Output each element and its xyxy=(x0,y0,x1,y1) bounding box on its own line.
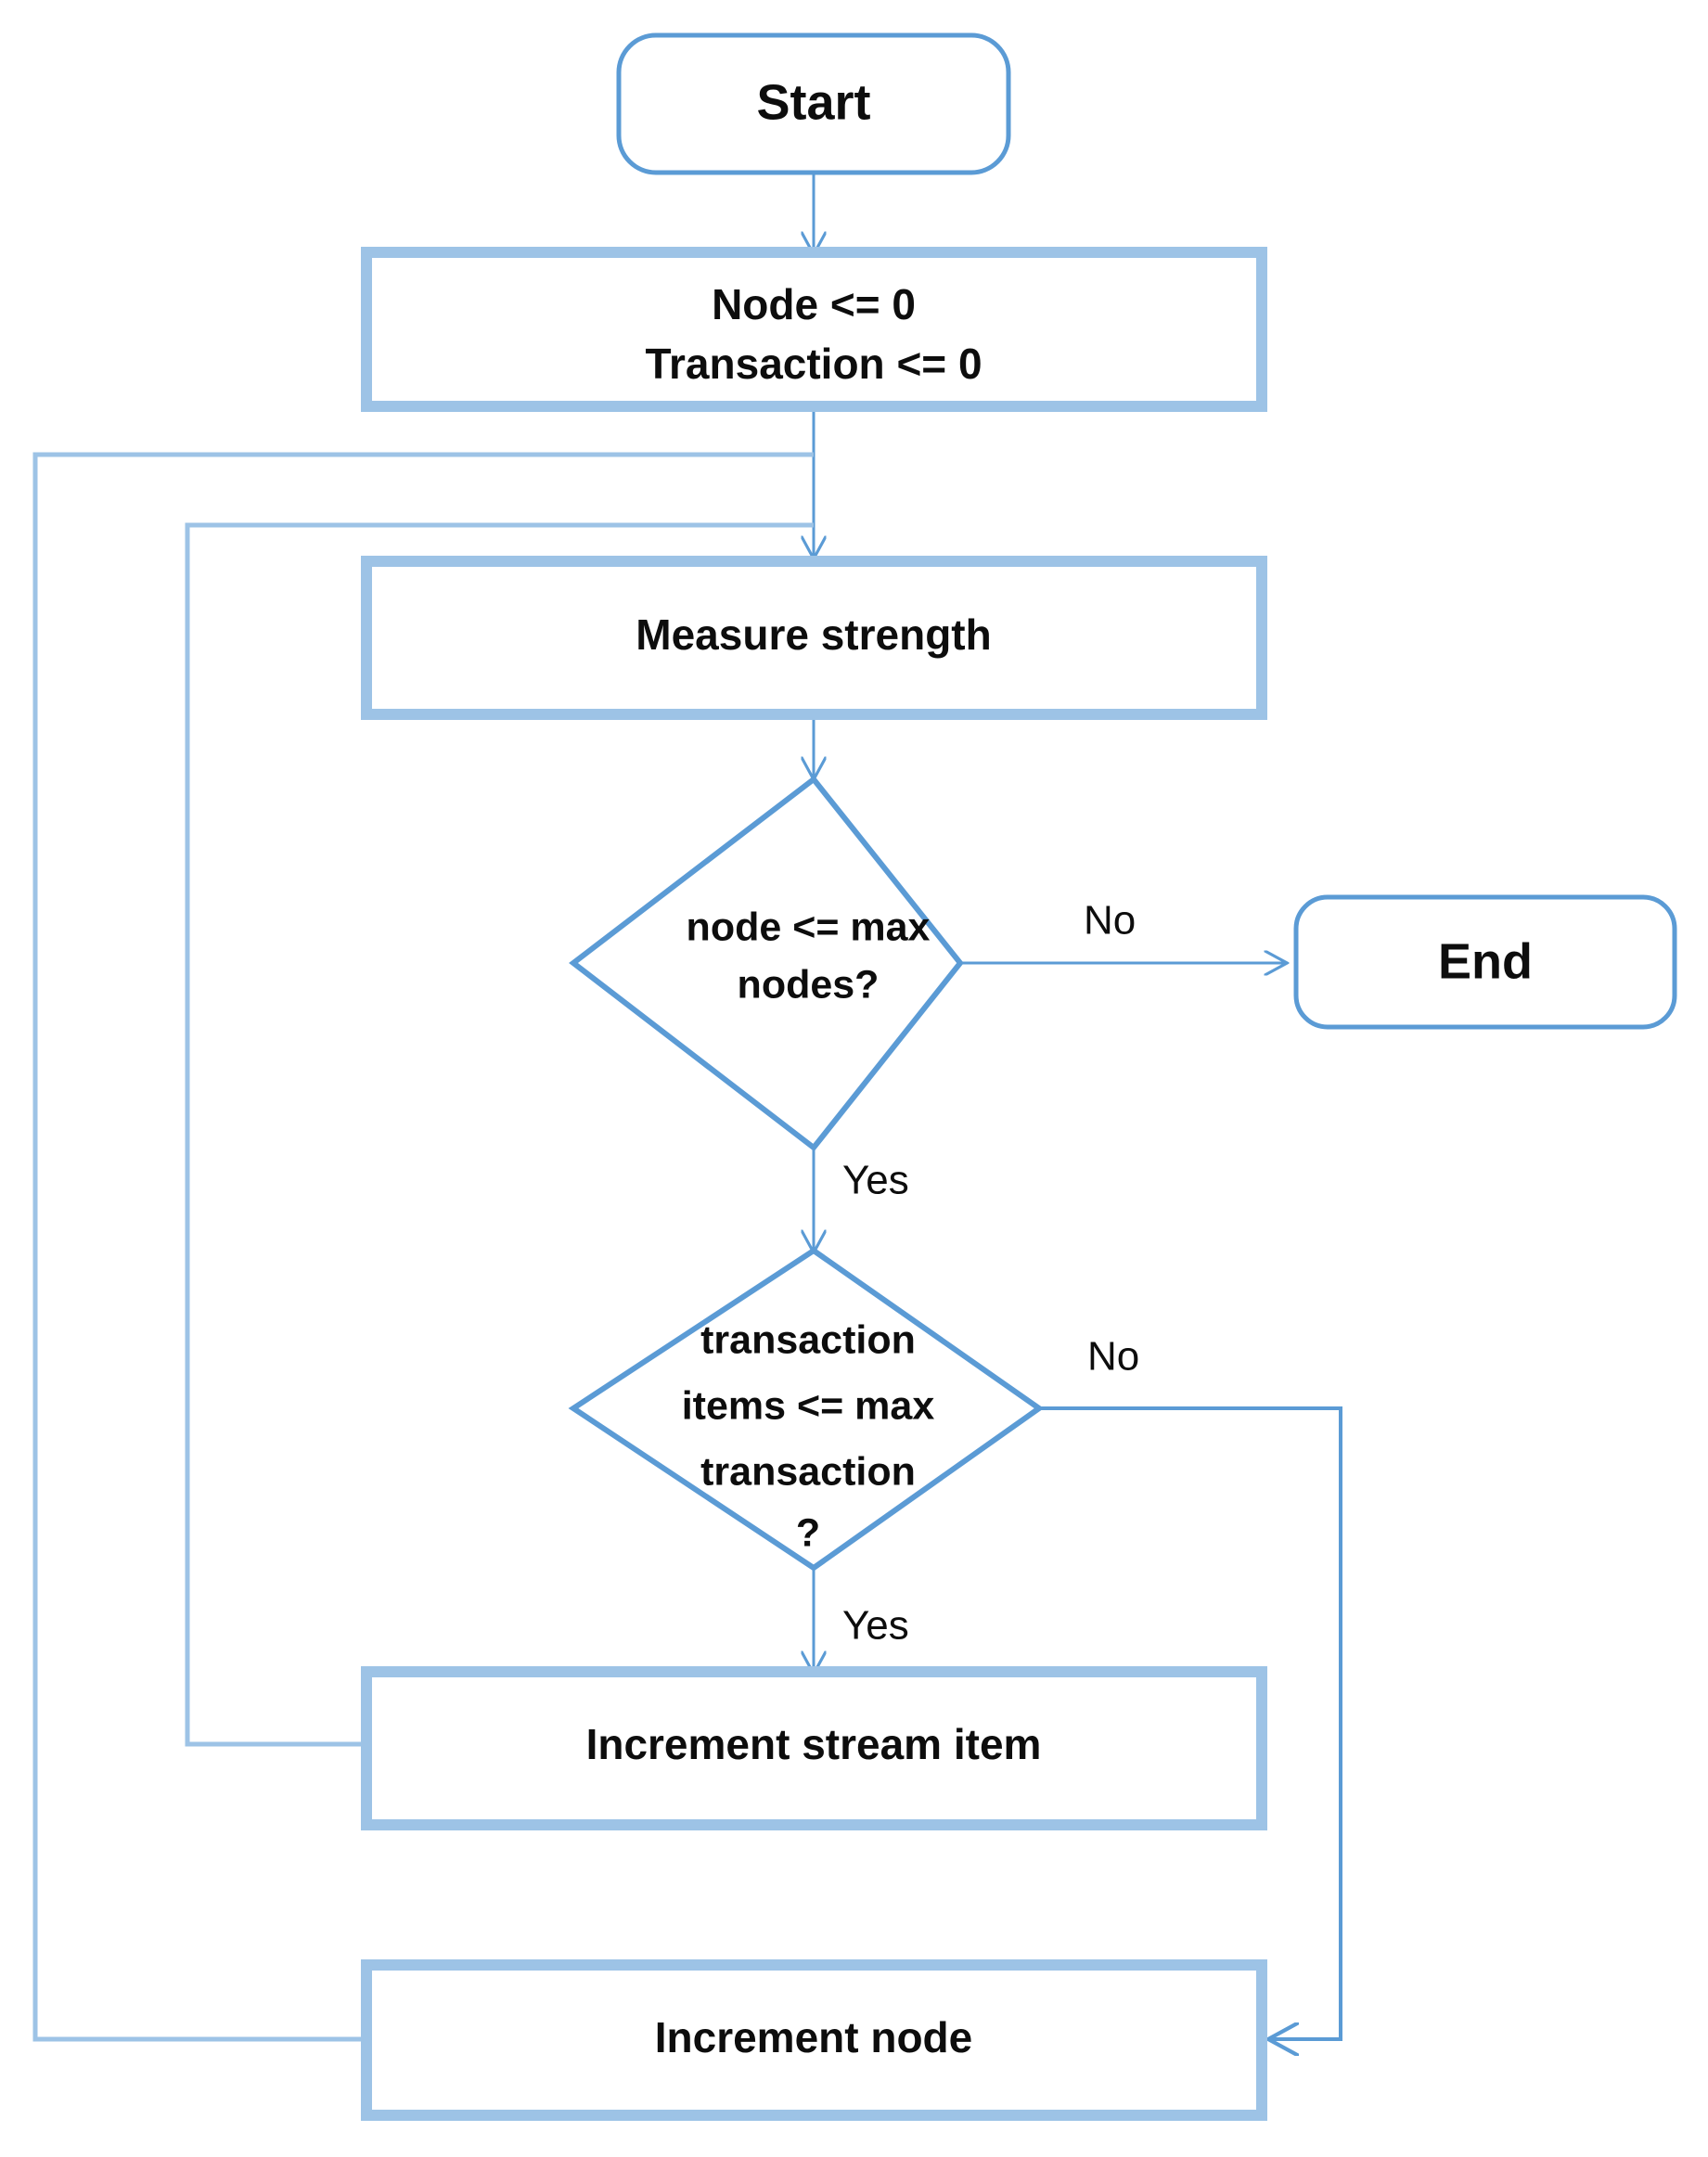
node-decision-node-limit[interactable]: node <= max nodes? xyxy=(569,775,964,1152)
edge-decision-transaction-no-to-increment-node xyxy=(1039,1406,1342,2039)
increment-stream-label: Increment stream item xyxy=(586,1720,1042,1768)
node-increment-stream-item[interactable]: Increment stream item xyxy=(361,1666,1267,1830)
start-label: Start xyxy=(756,74,870,130)
decision-transaction-shape xyxy=(568,1247,1045,1572)
decision-node-label-line2: nodes? xyxy=(738,962,880,1007)
init-label-line1: Node <= 0 xyxy=(712,280,916,328)
edge-line xyxy=(32,452,814,2042)
decision-node-shape xyxy=(569,775,964,1152)
edge-label-decision-transaction-no: No xyxy=(1087,1334,1139,1380)
edge-increment-node-to-measure xyxy=(32,452,814,2042)
edge-label-decision-transaction-yes: Yes xyxy=(842,1603,909,1649)
measure-label: Measure strength xyxy=(636,610,991,659)
measure-shape xyxy=(361,556,1267,720)
edge-label-decision-node-no: No xyxy=(1084,898,1136,944)
decision-transaction-label-line3: transaction xyxy=(700,1449,916,1494)
edge-increment-stream-to-measure xyxy=(185,522,814,1747)
increment-stream-shape xyxy=(361,1666,1267,1830)
edge-line xyxy=(1039,1406,1342,2039)
edge-label-decision-node-yes: Yes xyxy=(842,1158,909,1203)
node-end[interactable]: End xyxy=(1293,894,1677,1030)
node-decision-transaction-limit[interactable]: transaction items <= max transaction ? xyxy=(568,1247,1045,1572)
decision-transaction-label-line1: transaction xyxy=(700,1317,916,1362)
node-start[interactable]: Start xyxy=(616,32,1011,175)
edge-line xyxy=(185,522,814,1747)
decision-transaction-label-line2: items <= max xyxy=(682,1383,935,1428)
decision-transaction-label-line4: ? xyxy=(796,1510,820,1555)
node-measure-strength[interactable]: Measure strength xyxy=(361,556,1267,720)
decision-node-label-line1: node <= max xyxy=(687,905,931,949)
init-label-line2: Transaction <= 0 xyxy=(645,340,982,388)
start-shape xyxy=(616,32,1011,175)
increment-node-label: Increment node xyxy=(655,2013,973,2061)
end-shape xyxy=(1293,894,1677,1030)
node-increment-node[interactable]: Increment node xyxy=(361,1959,1267,2121)
increment-node-shape xyxy=(361,1959,1267,2121)
init-shape xyxy=(361,247,1267,412)
end-label: End xyxy=(1438,933,1533,989)
node-init[interactable]: Node <= 0 Transaction <= 0 xyxy=(361,247,1267,412)
